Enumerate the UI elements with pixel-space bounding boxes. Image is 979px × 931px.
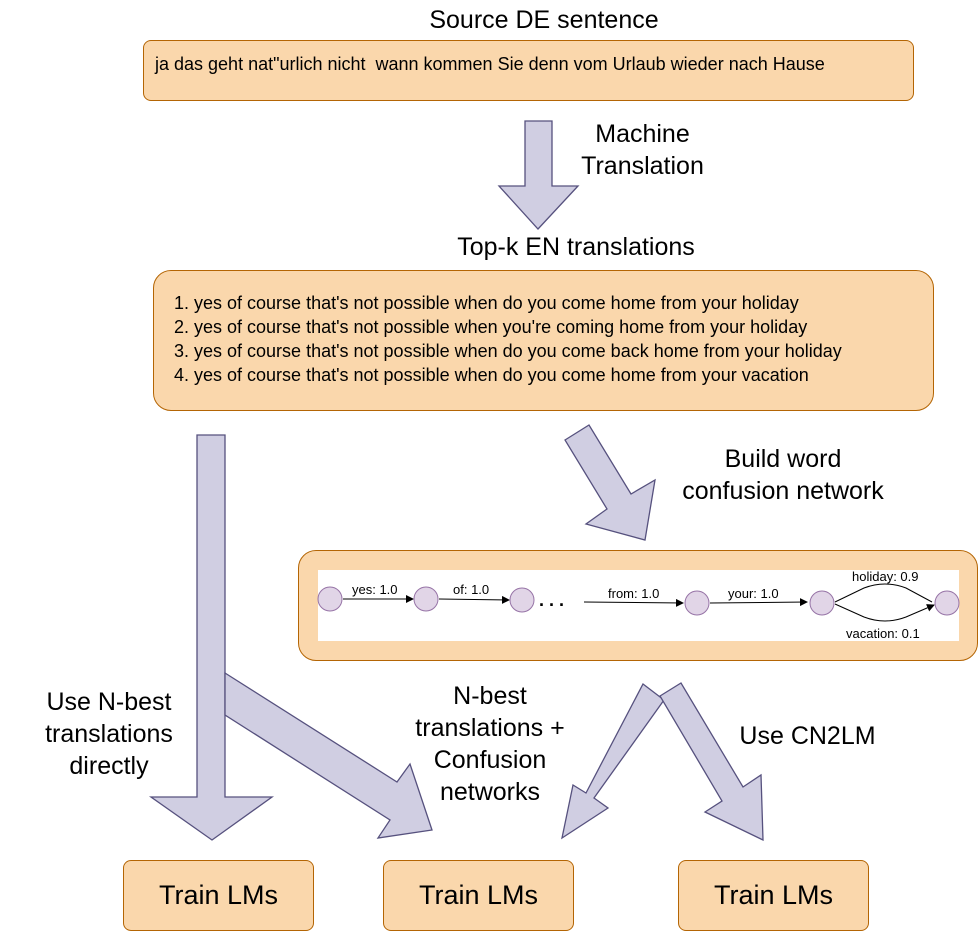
branch-middle-label: N-best translations + Confusion networks [395,680,585,808]
build-cn-label: Build word confusion network [648,443,918,507]
train-lms-right: Train LMs [678,860,869,931]
mt-label: Machine Translation [560,118,725,182]
arrow-cn-to-middle [561,683,665,840]
cn-node [684,590,710,616]
branch-right-label: Use CN2LM [739,722,876,750]
arrow-build-cn [564,424,656,541]
topk-list: 1. yes of course that's not possible whe… [174,291,842,387]
cn-ellipsis: . . . [539,590,564,610]
cn-edge [834,603,935,622]
arrow-mt [497,120,580,230]
cn-node [934,590,960,616]
train-lms-right-label: Train LMs [713,880,834,910]
cn-edge [583,598,684,607]
translation-item: 3. yes of course that's not possible whe… [174,341,842,361]
build-cn-line1: Build word [724,445,842,473]
cn-edge-label: of: 1.0 [453,582,489,597]
train-lms-middle-label: Train LMs [418,880,539,910]
translation-item: 1. yes of course that's not possible whe… [174,293,799,313]
arrow-left-direct [148,434,275,841]
translation-item: 4. yes of course that's not possible whe… [174,365,809,385]
source-title: Source DE sentence [429,6,659,34]
branch-middle-line1: N-best [453,682,527,710]
cn-edge [438,595,510,604]
arrow-left-to-middle [224,671,433,839]
branch-left-line3: directly [69,752,149,780]
confusion-network-graph: yes: 1.0 of: 1.0 . . . from: 1.0 your: 1… [317,569,960,641]
cn-node [413,586,439,612]
branch-left-line2: translations [45,720,173,748]
cn-edge-label: your: 1.0 [728,586,779,601]
cn-node [317,586,343,612]
build-cn-line2: confusion network [682,477,884,505]
mt-label-line1: Machine [595,120,690,148]
train-lms-middle: Train LMs [383,860,574,931]
train-lms-left-label: Train LMs [158,880,279,910]
branch-middle-line4: networks [439,778,541,806]
cn-edge-label: holiday: 0.9 [852,569,919,584]
cn-edge [709,598,808,607]
cn-edge [834,583,933,603]
source-sentence-box: ja das geht nat"urlich nicht wann kommen… [143,40,914,101]
cn-node [809,590,835,616]
source-sentence: ja das geht nat"urlich nicht wann kommen… [155,54,825,74]
arrow-cn-to-right [659,682,764,842]
topk-title: Top-k EN translations [457,233,695,261]
branch-middle-line3: Confusion [433,746,547,774]
cn-edge-label: yes: 1.0 [352,582,398,597]
branch-left-label: Use N-best translations directly [20,686,198,782]
mt-label-line2: Translation [581,152,704,180]
branch-left-line1: Use N-best [46,688,172,716]
cn-edge-label: from: 1.0 [608,586,659,601]
cn-node [509,587,535,613]
branch-middle-line2: translations + [415,714,565,742]
cn-edge-label: vacation: 0.1 [846,626,920,641]
topk-box: 1. yes of course that's not possible whe… [153,270,934,411]
translation-item: 2. yes of course that's not possible whe… [174,317,808,337]
